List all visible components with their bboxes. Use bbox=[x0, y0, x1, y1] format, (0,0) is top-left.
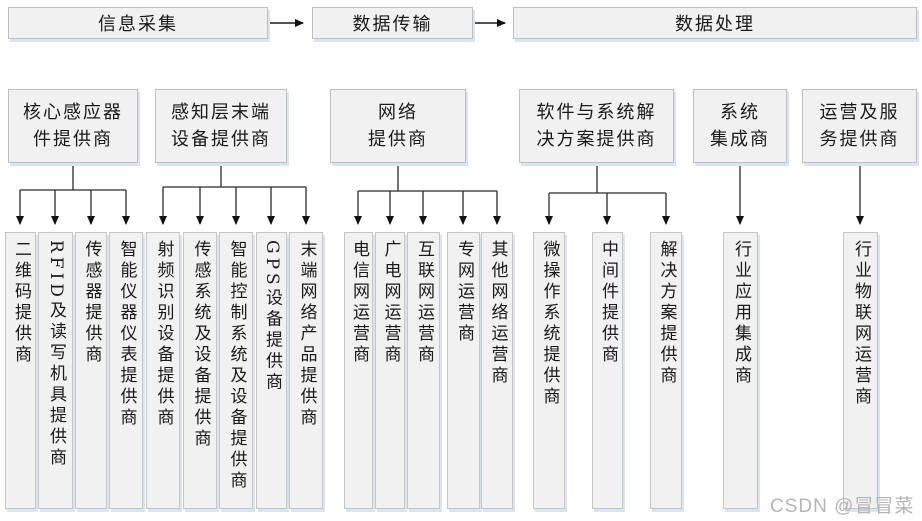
category-system-integrators: 系统 集成商 bbox=[693, 89, 787, 163]
provider-micro-operating-system: 微操作系统提供商 bbox=[533, 232, 565, 509]
provider-sensing-system-equipment: 传感系统及设备提供商 bbox=[183, 232, 217, 509]
integrator-industry-application: 行业应用集成商 bbox=[723, 232, 758, 509]
provider-middleware: 中间件提供商 bbox=[592, 232, 623, 509]
provider-rf-identification-equipment: 射频识别设备提供商 bbox=[146, 232, 180, 509]
csdn-watermark: CSDN @冒冒菜菜 bbox=[770, 496, 915, 517]
flow-step-data-processing: 数据处理 bbox=[513, 7, 917, 39]
provider-gps-equipment: GPS设备提供商 bbox=[256, 232, 287, 509]
operator-broadcast-network: 广电网运营商 bbox=[375, 232, 405, 509]
provider-rfid-reader-equipment: RFID及读写机具提供商 bbox=[38, 232, 73, 509]
operator-telecom-network: 电信网运营商 bbox=[344, 232, 373, 509]
provider-sensor: 传感器提供商 bbox=[75, 232, 107, 509]
provider-solutions: 解决方案提供商 bbox=[650, 232, 682, 509]
provider-end-network-products: 末端网络产品提供商 bbox=[289, 232, 323, 509]
operator-other-networks: 其他网络运营商 bbox=[481, 232, 513, 509]
provider-smart-control-system-equipment: 智能控制系统及设备提供商 bbox=[219, 232, 253, 509]
operator-industry-iot: 行业物联网运营商 bbox=[843, 232, 878, 509]
flow-step-data-transmission: 数据传输 bbox=[312, 7, 473, 39]
category-core-sensor-component-providers: 核心感应器 件提供商 bbox=[8, 89, 138, 163]
category-software-system-solution-providers: 软件与系统解 决方案提供商 bbox=[519, 89, 674, 163]
operator-private-network: 专网运营商 bbox=[447, 232, 480, 509]
category-perception-end-device-providers: 感知层末端 设备提供商 bbox=[155, 89, 287, 163]
flow-step-info-collection: 信息采集 bbox=[8, 7, 268, 39]
provider-smart-instrument: 智能仪器仪表提供商 bbox=[109, 232, 143, 509]
category-network-providers: 网络 提供商 bbox=[330, 89, 466, 163]
operator-internet: 互联网运营商 bbox=[407, 232, 440, 509]
category-operation-service-providers: 运营及服 务提供商 bbox=[802, 89, 917, 163]
provider-2d-barcode: 二维码提供商 bbox=[5, 232, 36, 509]
